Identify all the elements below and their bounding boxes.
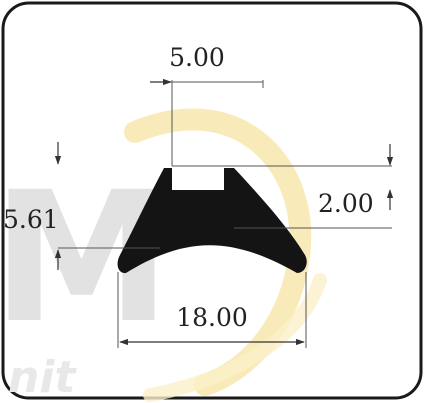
dimension-groove-depth: 2.00 xyxy=(172,144,394,229)
dimension-total-height: 5.61 xyxy=(3,142,160,270)
bottom-width-label: 18.00 xyxy=(176,303,248,332)
dimension-top-width: 5.00 xyxy=(150,43,264,166)
seal-profile xyxy=(117,168,307,274)
dimension-bottom-width: 18.00 xyxy=(117,272,307,348)
groove-depth-label: 2.00 xyxy=(318,189,374,218)
watermark: M nit xyxy=(0,108,327,403)
watermark-word: nit xyxy=(8,352,77,403)
total-height-label: 5.61 xyxy=(3,205,59,234)
top-width-label: 5.00 xyxy=(169,43,225,72)
